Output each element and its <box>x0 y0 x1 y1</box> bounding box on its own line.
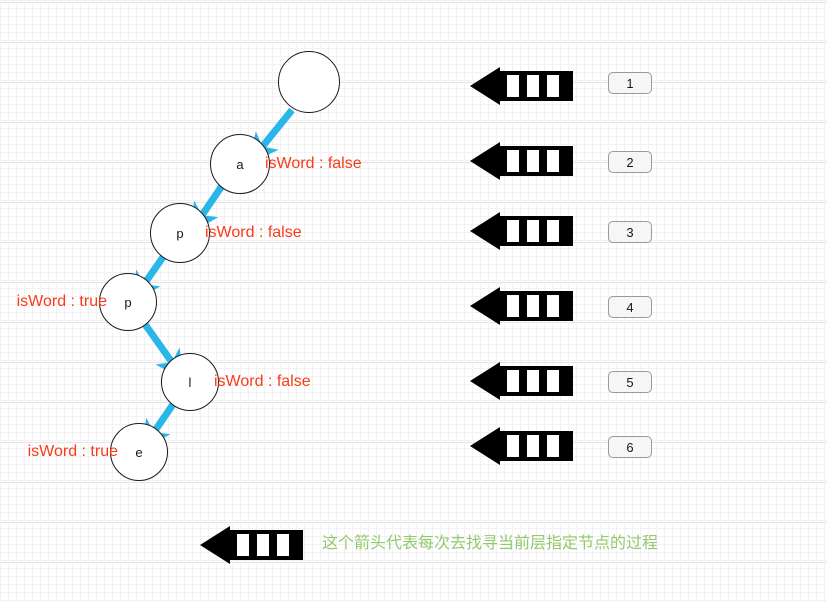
step-arrow-5 <box>470 362 573 400</box>
step-badge-5[interactable]: 5 <box>608 371 652 393</box>
step-arrow-1 <box>470 67 573 105</box>
node-letter: e <box>135 444 143 460</box>
isword-label-n-p2: isWord : true <box>16 293 107 310</box>
trie-node-n-a[interactable]: a <box>210 134 270 194</box>
trie-node-n-l[interactable]: l <box>161 353 219 411</box>
isword-label-n-p1: isWord : false <box>205 224 302 241</box>
step-badge-3[interactable]: 3 <box>608 221 652 243</box>
trie-node-root[interactable] <box>278 51 340 113</box>
node-letter: p <box>176 225 184 241</box>
trie-node-n-p1[interactable]: p <box>150 203 210 263</box>
step-badge-4[interactable]: 4 <box>608 296 652 318</box>
legend-caption: 这个箭头代表每次去找寻当前层指定节点的过程 <box>322 535 659 552</box>
step-badge-6[interactable]: 6 <box>608 436 652 458</box>
trie-node-n-p2[interactable]: p <box>99 273 157 331</box>
step-arrow-3 <box>470 212 573 250</box>
step-arrow-4 <box>470 287 573 325</box>
node-letter: p <box>124 294 132 310</box>
step-badge-2[interactable]: 2 <box>608 151 652 173</box>
node-letter: a <box>236 156 244 172</box>
step-arrow-6 <box>470 427 573 465</box>
step-arrow-2 <box>470 142 573 180</box>
isword-label-n-e: isWord : true <box>27 443 118 460</box>
trie-node-n-e[interactable]: e <box>110 423 168 481</box>
node-letter: l <box>188 374 192 390</box>
legend-striped-arrow-icon <box>200 526 303 564</box>
step-badge-1[interactable]: 1 <box>608 72 652 94</box>
isword-label-n-a: isWord : false <box>265 155 362 172</box>
isword-label-n-l: isWord : false <box>214 373 311 390</box>
